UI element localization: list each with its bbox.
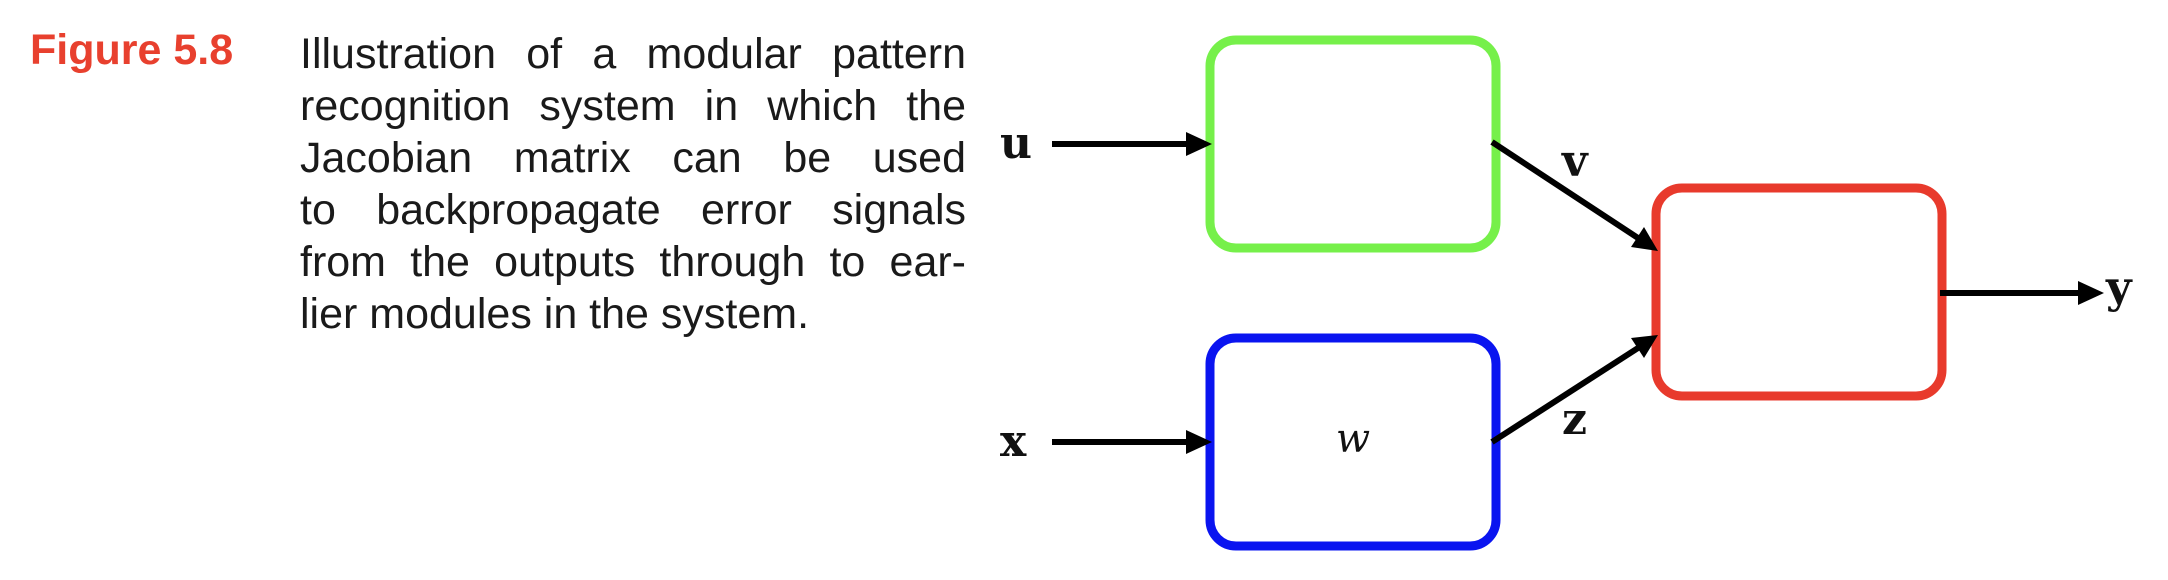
caption-line: to backpropagate error signals bbox=[300, 186, 966, 234]
parameter-w-label: w bbox=[1336, 416, 1370, 462]
caption-line: from the outputs through to ear- bbox=[300, 238, 966, 286]
signal-v-label: v bbox=[1561, 136, 1589, 187]
figure-label: Figure 5.8 bbox=[30, 26, 234, 74]
arrow-x-to-bottom-module bbox=[1052, 430, 1212, 454]
output-y-label: y bbox=[2105, 262, 2133, 313]
signal-z-label: z bbox=[1562, 394, 1587, 445]
top-module-box bbox=[1205, 35, 1501, 253]
caption-line: recognition system in which the bbox=[300, 82, 966, 130]
arrow-z-to-output-module bbox=[1490, 335, 1658, 445]
output-module-box bbox=[1651, 183, 1947, 401]
caption-line: lier modules in the system. bbox=[300, 290, 810, 338]
arrow-v-to-output-module bbox=[1490, 139, 1658, 251]
input-x-label: x bbox=[1000, 416, 1027, 467]
caption-line: Illustration of a modular pattern bbox=[300, 30, 966, 78]
figure-caption: Illustration of a modular pattern recogn… bbox=[300, 28, 966, 340]
arrow-u-to-top-module bbox=[1052, 132, 1212, 156]
caption-line: Jacobian matrix can be used bbox=[300, 134, 966, 182]
input-u-label: u bbox=[1000, 118, 1032, 169]
arrow-output-y bbox=[1940, 281, 2104, 305]
